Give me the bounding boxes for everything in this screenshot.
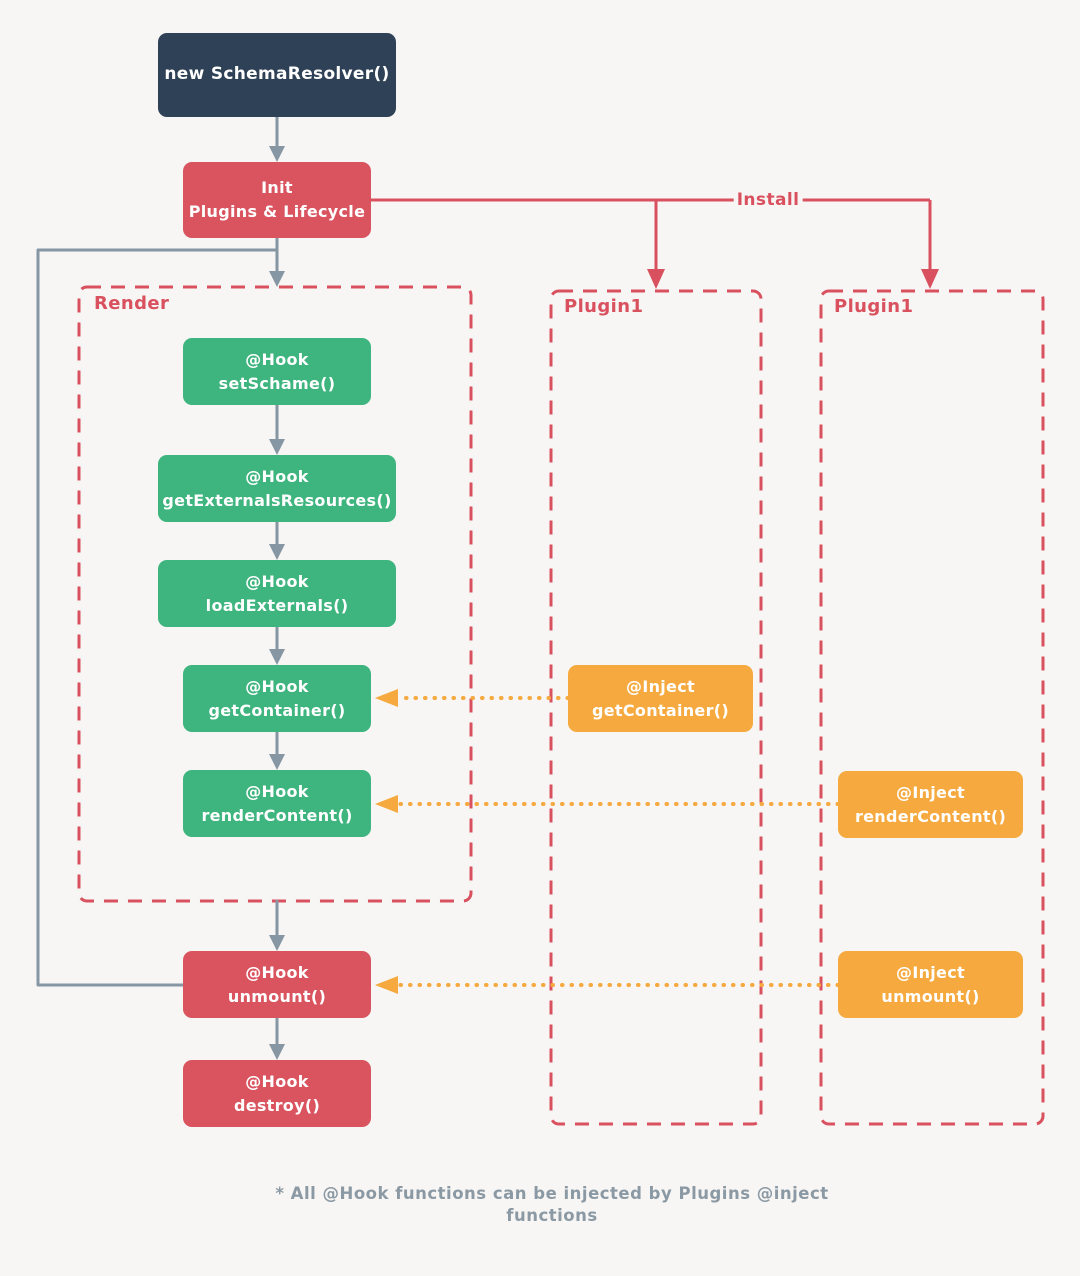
arrowhead-init-to-render bbox=[269, 271, 285, 287]
gray-flow-arrows bbox=[36, 117, 279, 1044]
inject-fn: renderContent() bbox=[854, 806, 1007, 826]
arrowhead-inject-rendercontent bbox=[375, 795, 398, 813]
install-edge-label: Install bbox=[733, 190, 803, 210]
arrowhead-root-to-init bbox=[269, 146, 285, 162]
node-hook-rendercontent: @Hook renderContent() bbox=[183, 770, 371, 837]
inject-tag: @Inject bbox=[626, 676, 695, 696]
hook-tag: @Hook bbox=[245, 349, 309, 369]
hook-fn: getContainer() bbox=[208, 700, 346, 720]
hook-tag: @Hook bbox=[245, 676, 309, 696]
arrowhead-inject-getcontainer bbox=[375, 689, 398, 707]
hook-tag: @Hook bbox=[245, 571, 309, 591]
plugin1-left-group-label: Plugin1 bbox=[564, 296, 644, 317]
inject-tag: @Inject bbox=[896, 962, 965, 982]
node-hook-loadexternals: @Hook loadExternals() bbox=[158, 560, 396, 627]
install-arrowheads bbox=[647, 269, 939, 289]
plugin1-right-group-label: Plugin1 bbox=[834, 296, 914, 317]
hook-fn: renderContent() bbox=[201, 805, 353, 825]
hook-fn: setSchame() bbox=[218, 373, 336, 393]
plugin1-right-group-border bbox=[819, 289, 1045, 1126]
node-hook-unmount: @Hook unmount() bbox=[183, 951, 371, 1018]
footer-note-line1: * All @Hook functions can be injected by… bbox=[275, 1184, 829, 1203]
inject-dotted-lines bbox=[398, 696, 840, 987]
arrowhead-render-to-unmount bbox=[269, 935, 285, 951]
hook-fn: unmount() bbox=[227, 986, 327, 1006]
arrowhead-install-left bbox=[647, 269, 665, 289]
node-line1: Init bbox=[261, 178, 293, 197]
arrowhead-getcontainer-down bbox=[269, 754, 285, 770]
hook-tag: @Hook bbox=[245, 466, 309, 486]
node-init-plugins-lifecycle: Init Plugins & Lifecycle bbox=[183, 162, 371, 238]
inject-fn: getContainer() bbox=[592, 700, 729, 720]
hook-fn: loadExternals() bbox=[205, 595, 349, 615]
node-line2: Plugins & Lifecycle bbox=[188, 202, 366, 221]
hook-tag: @Hook bbox=[245, 1071, 309, 1091]
arrowhead-unmount-to-destroy bbox=[269, 1044, 285, 1060]
inject-arrowheads bbox=[375, 689, 398, 994]
footer-note: * All @Hook functions can be injected by… bbox=[252, 1183, 852, 1228]
node-inject-unmount: @Inject unmount() bbox=[838, 951, 1023, 1018]
inject-tag: @Inject bbox=[896, 782, 965, 802]
node-hook-getcontainer: @Hook getContainer() bbox=[183, 665, 371, 732]
node-hook-getexternalsresources: @Hook getExternalsResources() bbox=[158, 455, 396, 522]
node-new-schema-resolver: new SchemaResolver() bbox=[158, 33, 396, 117]
render-group-border bbox=[77, 285, 473, 903]
arrowhead-inject-unmount bbox=[375, 976, 398, 994]
install-lines bbox=[371, 198, 932, 269]
footer-note-line2: functions bbox=[506, 1206, 598, 1226]
hook-tag: @Hook bbox=[245, 962, 309, 982]
node-inject-getcontainer: @Inject getContainer() bbox=[568, 665, 753, 732]
node-inject-rendercontent: @Inject renderContent() bbox=[838, 771, 1023, 838]
inject-fn: unmount() bbox=[881, 986, 980, 1006]
render-group-label: Render bbox=[94, 293, 170, 314]
hook-tag: @Hook bbox=[245, 781, 309, 801]
plugin1-left-group-border bbox=[549, 289, 763, 1126]
hook-fn: getExternalsResources() bbox=[162, 490, 392, 510]
arrowhead-loadexternals-down bbox=[269, 649, 285, 665]
node-hook-setschame: @Hook setSchame() bbox=[183, 338, 371, 405]
edge-unmount-loop-to-render bbox=[36, 248, 277, 987]
node-label: new SchemaResolver() bbox=[164, 64, 390, 85]
hook-fn: destroy() bbox=[233, 1095, 321, 1115]
gray-arrowheads bbox=[269, 146, 285, 1060]
arrowhead-install-right bbox=[921, 269, 939, 289]
node-hook-destroy: @Hook destroy() bbox=[183, 1060, 371, 1127]
arrowhead-getexternals-down bbox=[269, 544, 285, 560]
arrowhead-setschame-down bbox=[269, 439, 285, 455]
